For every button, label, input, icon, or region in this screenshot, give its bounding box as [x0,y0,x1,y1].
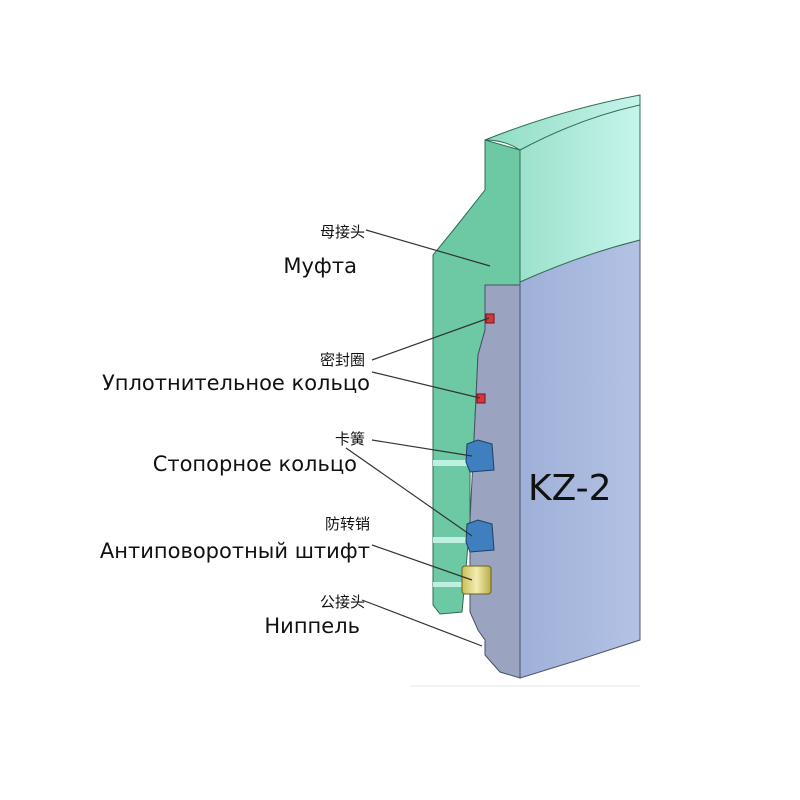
part-ru-seal: Уплотнительное кольцо [101,371,370,395]
pin-bore-surface [519,239,641,679]
lock-ring-lower [465,519,495,553]
part-cn-coupling: 母接头 [319,223,365,241]
part-ru-anti-rotation-pin: Антиповоротный штифт [99,539,370,563]
part-ru-lock-ring: Стопорное кольцо [152,452,357,476]
part-cn-lock-ring: 卡簧 [334,430,365,448]
seal-ring-lower [476,393,486,404]
part-ru-nipple: Ниппель [264,614,360,638]
coupling-top-rim [519,104,641,151]
part-cn-nipple: 公接头 [319,593,365,611]
part-cn-seal: 密封圈 [319,351,365,369]
model-label: KZ-2 [528,468,612,509]
part-cn-anti-rotation-pin: 防转销 [324,515,370,533]
lock-ring-upper [465,439,495,473]
anti-rotation-pin [461,565,492,595]
coupling-top-face [484,94,641,283]
leader-lines [345,229,491,647]
part-ru-coupling: Муфта [283,254,357,278]
